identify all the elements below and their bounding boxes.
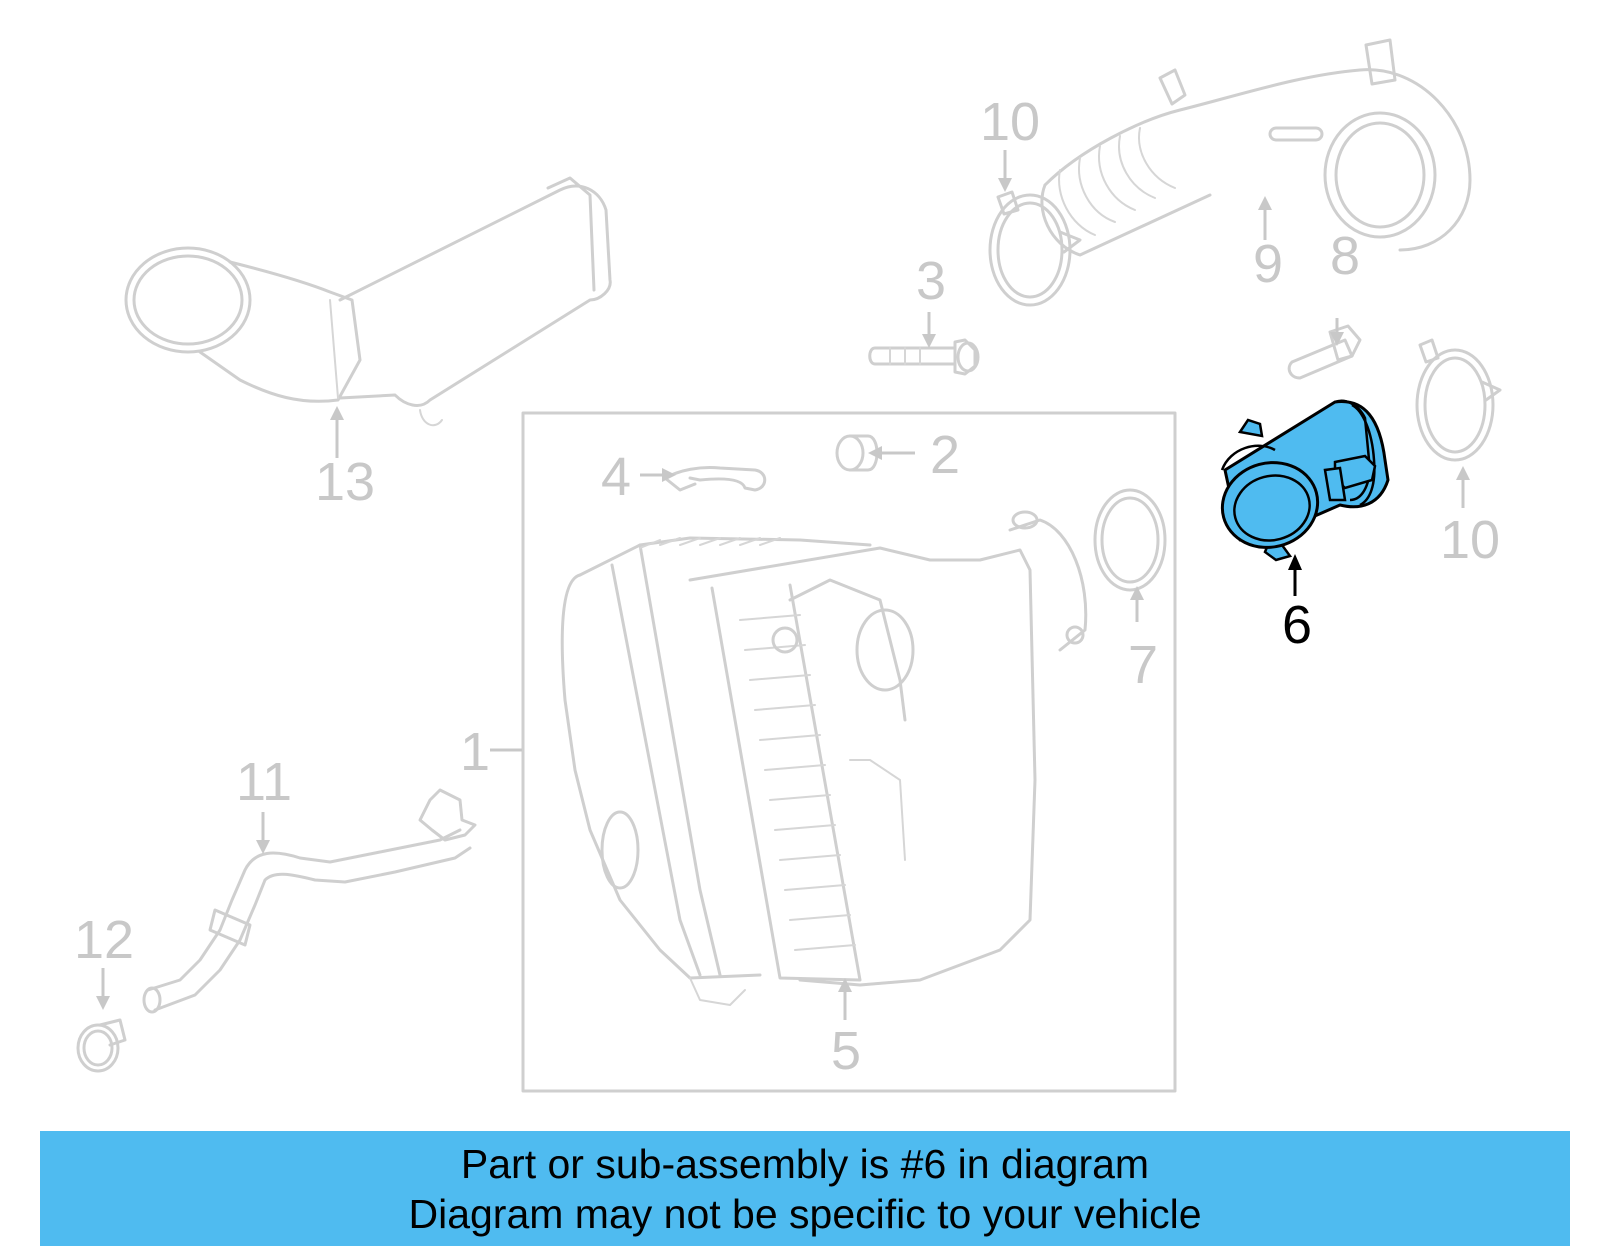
part-3-bolt[interactable]	[868, 338, 980, 376]
label-part-1: 1	[460, 722, 490, 782]
part-9-outlet-hose[interactable]	[1040, 38, 1472, 257]
part-labels: 10 9 8 3 2 4 13 10 6 7 1 11 12 5	[74, 92, 1500, 1081]
label-part-7: 7	[1128, 635, 1158, 695]
part-10-clamp-lower[interactable]	[1415, 338, 1502, 462]
part-7-seal-ring[interactable]	[1093, 488, 1167, 592]
part-1-assembly-box	[521, 411, 1177, 1093]
label-part-6: 6	[1282, 595, 1312, 655]
part-1-air-cleaner-housing[interactable]	[560, 510, 1088, 1006]
part-6-mass-air-flow-sensor[interactable]	[1213, 399, 1390, 562]
part-10-clamp-upper[interactable]	[988, 190, 1082, 307]
part-4-clip[interactable]	[663, 466, 767, 492]
part-11-hose[interactable]	[142, 788, 477, 1014]
label-part-10-upper: 10	[980, 92, 1040, 152]
banner-line-disclaimer: Diagram may not be specific to your vehi…	[408, 1191, 1202, 1237]
label-part-4: 4	[601, 447, 631, 507]
label-part-5: 5	[831, 1021, 861, 1081]
label-part-13: 13	[315, 452, 375, 512]
part-12-clamp[interactable]	[76, 1018, 127, 1073]
label-part-2: 2	[930, 425, 960, 485]
label-part-11: 11	[236, 752, 292, 812]
banner-line-part: Part or sub-assembly is #6 in diagram	[460, 1141, 1150, 1187]
leader-arrows	[96, 150, 1470, 1020]
part-8-bolt[interactable]	[1287, 324, 1362, 380]
label-part-12: 12	[74, 910, 134, 970]
label-part-9: 9	[1253, 234, 1283, 294]
label-part-10-lower: 10	[1440, 510, 1500, 570]
info-banner: Part or sub-assembly is #6 in diagram Di…	[40, 1131, 1570, 1246]
label-part-3: 3	[916, 251, 946, 311]
label-part-8: 8	[1330, 226, 1360, 286]
part-13-intake-duct[interactable]	[124, 176, 612, 427]
